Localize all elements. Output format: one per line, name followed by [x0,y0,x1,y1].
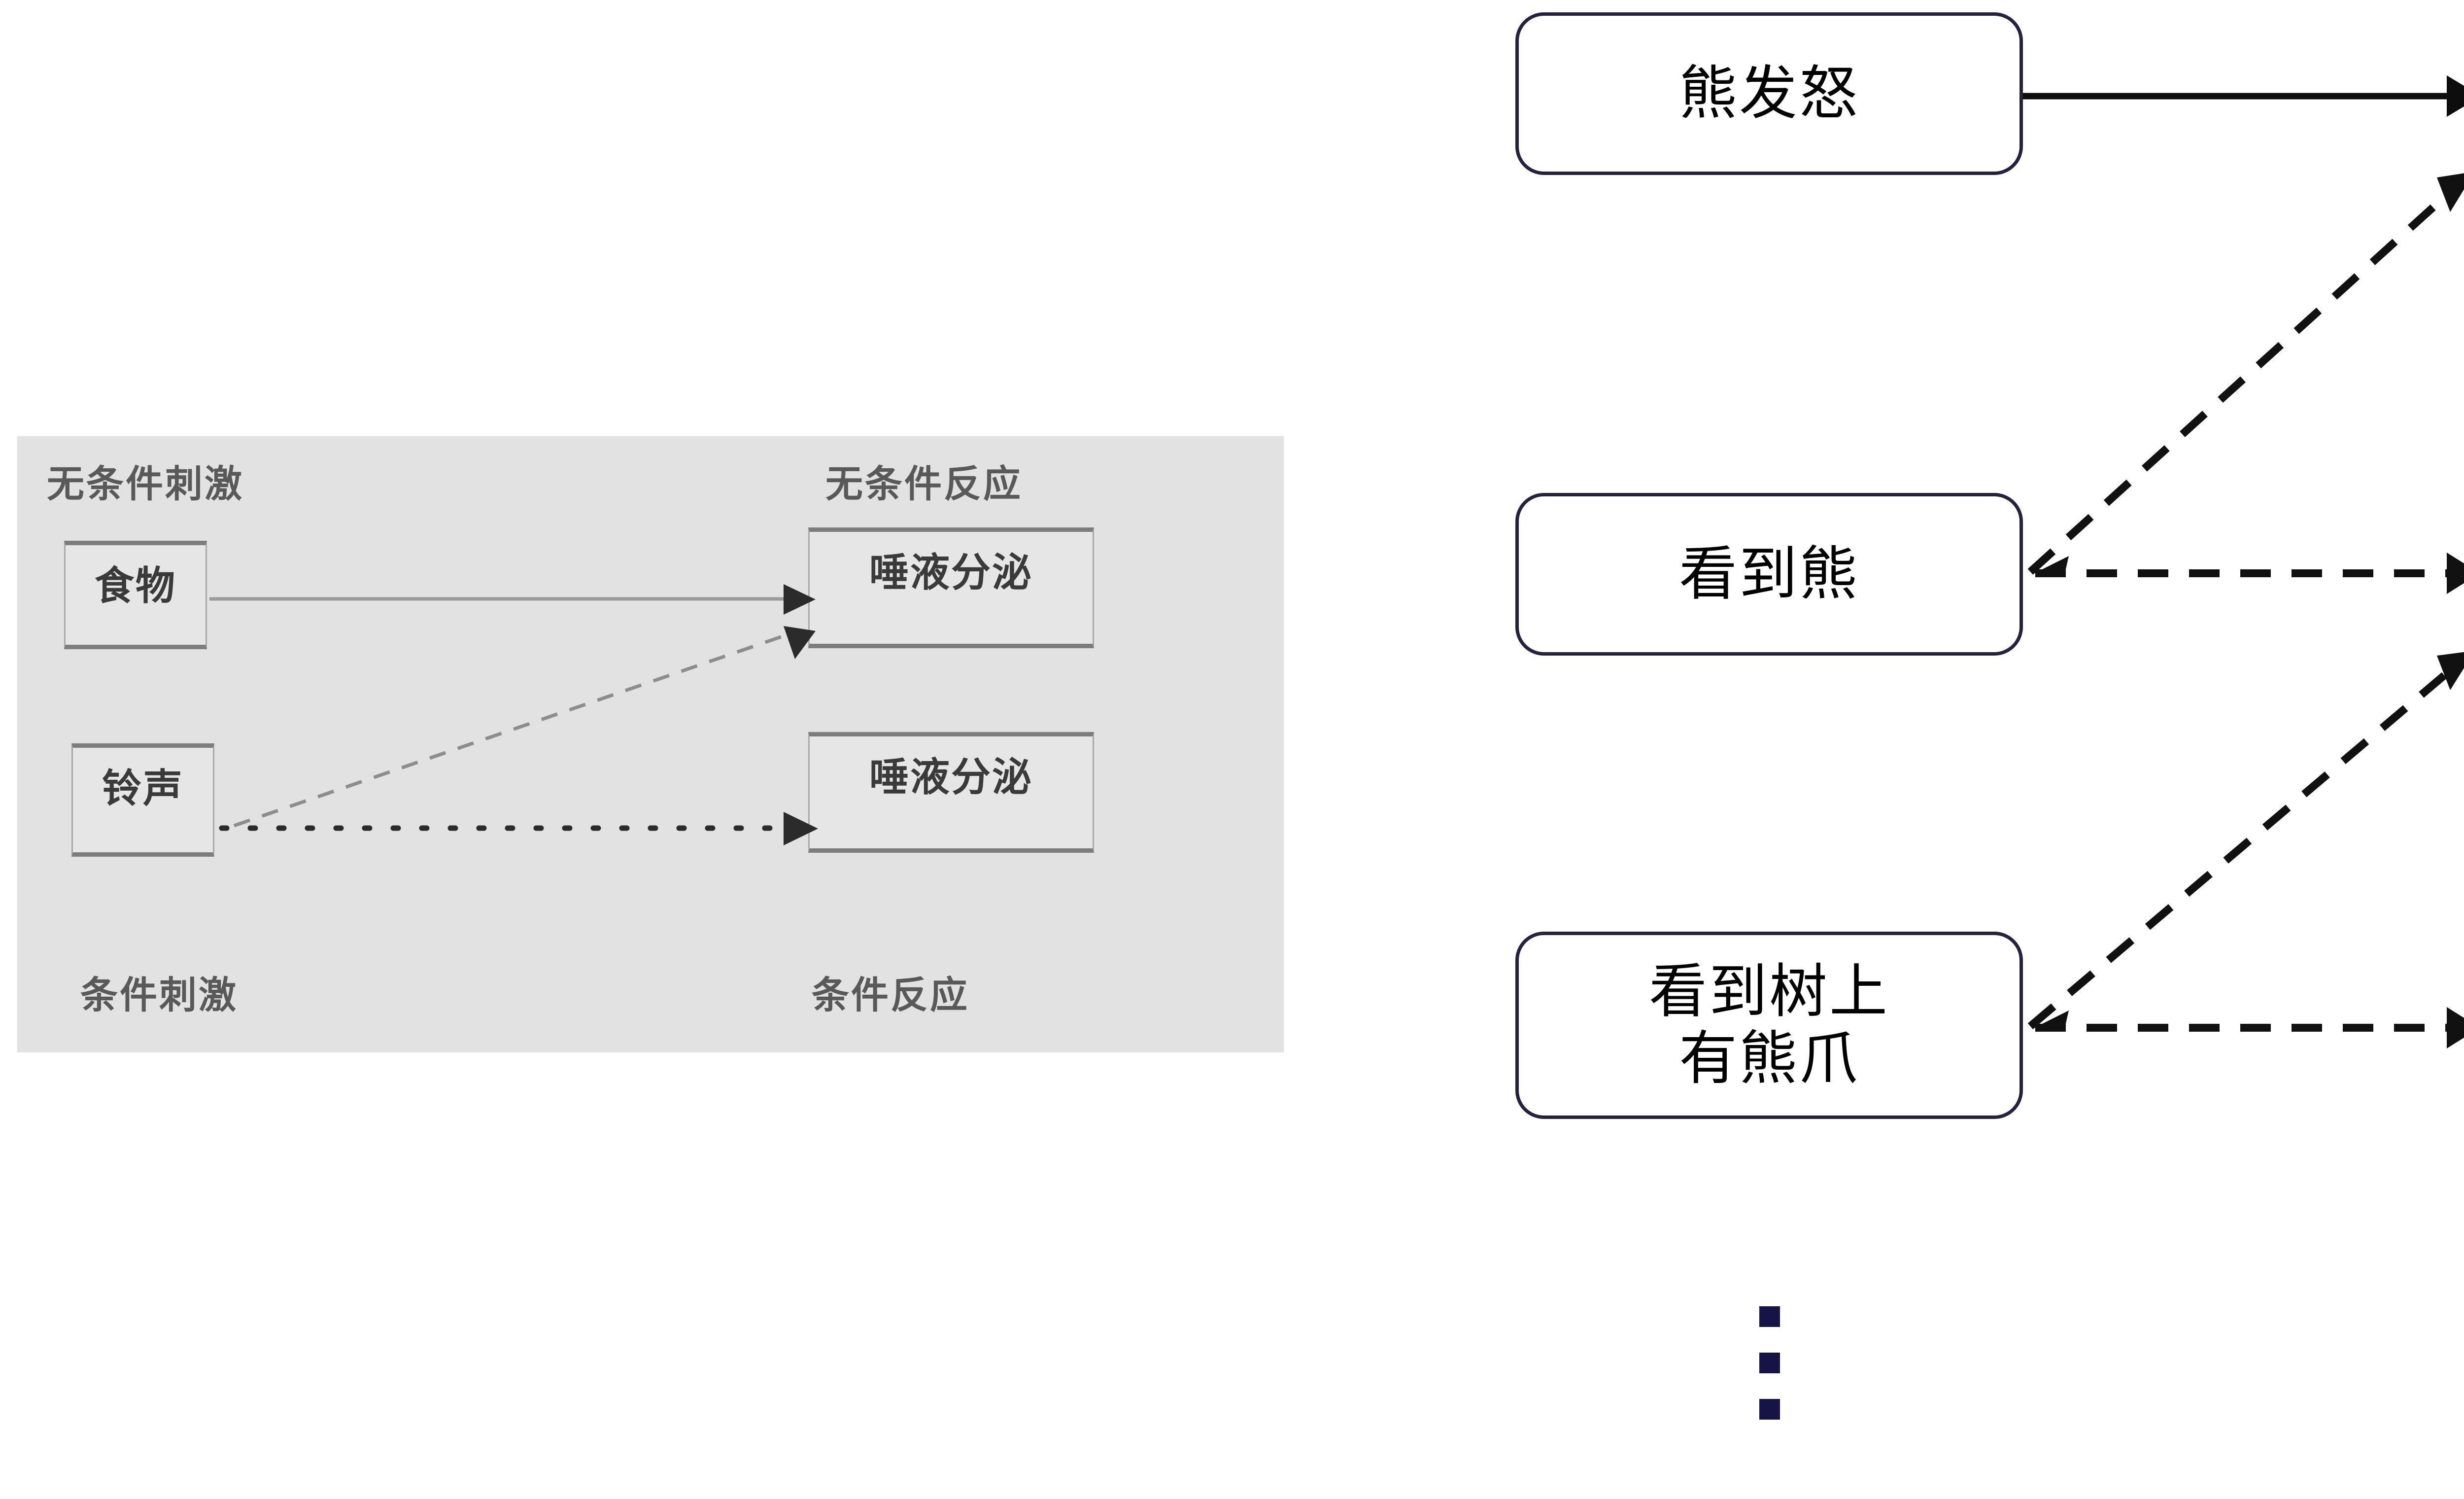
ellipsis-dot-left-3 [1759,1399,1780,1420]
arrowhead-see-bear-to-value-s-prime-right [2447,553,2464,594]
arrowhead-see-claw-to-value-s-left [2034,1011,2069,1028]
node-see-claw-marks-label-line1: 看到树上 [1648,957,1889,1026]
vertical-ellipsis-left [1759,1306,1780,1445]
node-bear-angry-label: 熊发怒 [1678,59,1859,128]
box-salivation-unconditioned: 唾液分泌 [808,527,1094,648]
label-unconditioned-response: 无条件反应 [825,462,1023,506]
node-see-claw-marks-label-line2: 有熊爪 [1678,1024,1859,1092]
node-bear-angry[interactable]: 熊发怒 [1515,12,2023,175]
edge-see-claw-to-value-s-prime [2027,672,2447,1030]
arrowhead-see-claw-to-value-s-right [2447,1007,2464,1048]
arrow-bell-to-unconditioned-salivation [233,631,792,828]
box-food: 食物 [64,541,207,649]
ellipsis-dot-left-1 [1759,1306,1780,1327]
arrowhead-see-bear-to-reward [2437,173,2464,212]
arrowhead-see-bear-to-value-s-prime-left [2034,556,2069,573]
label-conditioned-stimulus: 条件刺激 [80,973,238,1017]
node-see-claw-marks[interactable]: 看到树上 有熊爪 [1515,932,2023,1119]
edge-see-bear-to-reward [2027,194,2447,575]
node-see-bear-label: 看到熊 [1678,540,1859,608]
arrowhead-bear-angry-to-reward [2447,75,2464,117]
node-see-bear[interactable]: 看到熊 [1515,493,2023,656]
ellipsis-dot-left-2 [1759,1353,1780,1373]
classical-conditioning-panel: 无条件刺激 无条件反应 条件刺激 条件反应 食物 铃声 唾液分泌 唾液分泌 [17,436,1284,1052]
label-unconditioned-stimulus: 无条件刺激 [47,462,244,506]
box-salivation-conditioned: 唾液分泌 [808,732,1094,853]
box-bell: 铃声 [71,743,214,857]
arrowhead-see-claw-to-value-s-prime [2437,652,2464,690]
label-conditioned-response: 条件反应 [812,973,969,1017]
